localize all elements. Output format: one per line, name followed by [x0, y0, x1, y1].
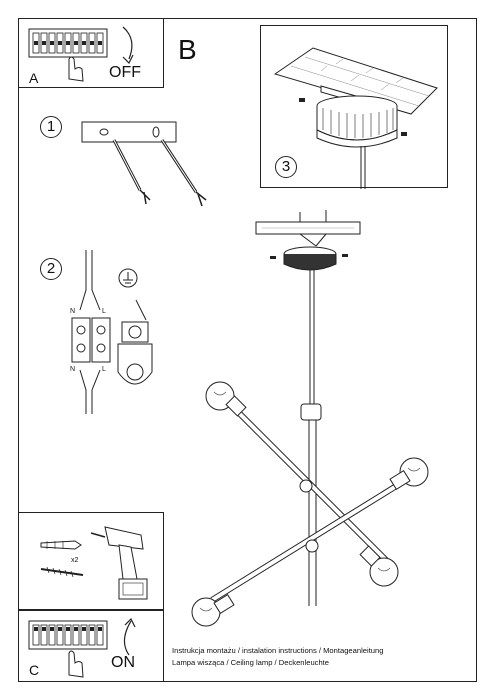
panel-a-state: OFF [109, 64, 141, 81]
panel-c: C ON [18, 610, 164, 682]
caption-line-2: Lampa wisząca / Ceiling lamp / Deckenleu… [172, 658, 330, 667]
section-b-letter: B [178, 34, 197, 65]
panel-a: A OFF [18, 18, 164, 88]
screw-count: x2 [71, 557, 79, 564]
step-2-badge: 2 [40, 258, 62, 280]
panel-step-3: 3 [260, 25, 448, 189]
panel-tools: x2 [18, 512, 164, 610]
ceiling-mount-detail [273, 47, 438, 189]
wire-label-n-bottom: N [70, 366, 76, 373]
instruction-frame [18, 18, 477, 682]
switch-off-icon [28, 26, 134, 82]
wire-label-l-bottom: L [102, 366, 106, 373]
step-3-badge: 3 [275, 156, 297, 178]
wire-label-n-top: N [70, 308, 76, 315]
panel-a-letter: A [29, 70, 39, 86]
wire-label-l-top: L [102, 308, 106, 315]
drill-icon [40, 526, 148, 600]
screw-icon [40, 566, 84, 578]
step-1-badge: 1 [40, 116, 62, 138]
panel-c-letter: C [29, 662, 40, 678]
switch-on-icon [28, 617, 136, 678]
caption-line-1: Instrukcja montażu / instalation instruc… [172, 646, 384, 655]
panel-c-state: ON [111, 654, 135, 671]
wall-plug-icon [40, 540, 82, 550]
